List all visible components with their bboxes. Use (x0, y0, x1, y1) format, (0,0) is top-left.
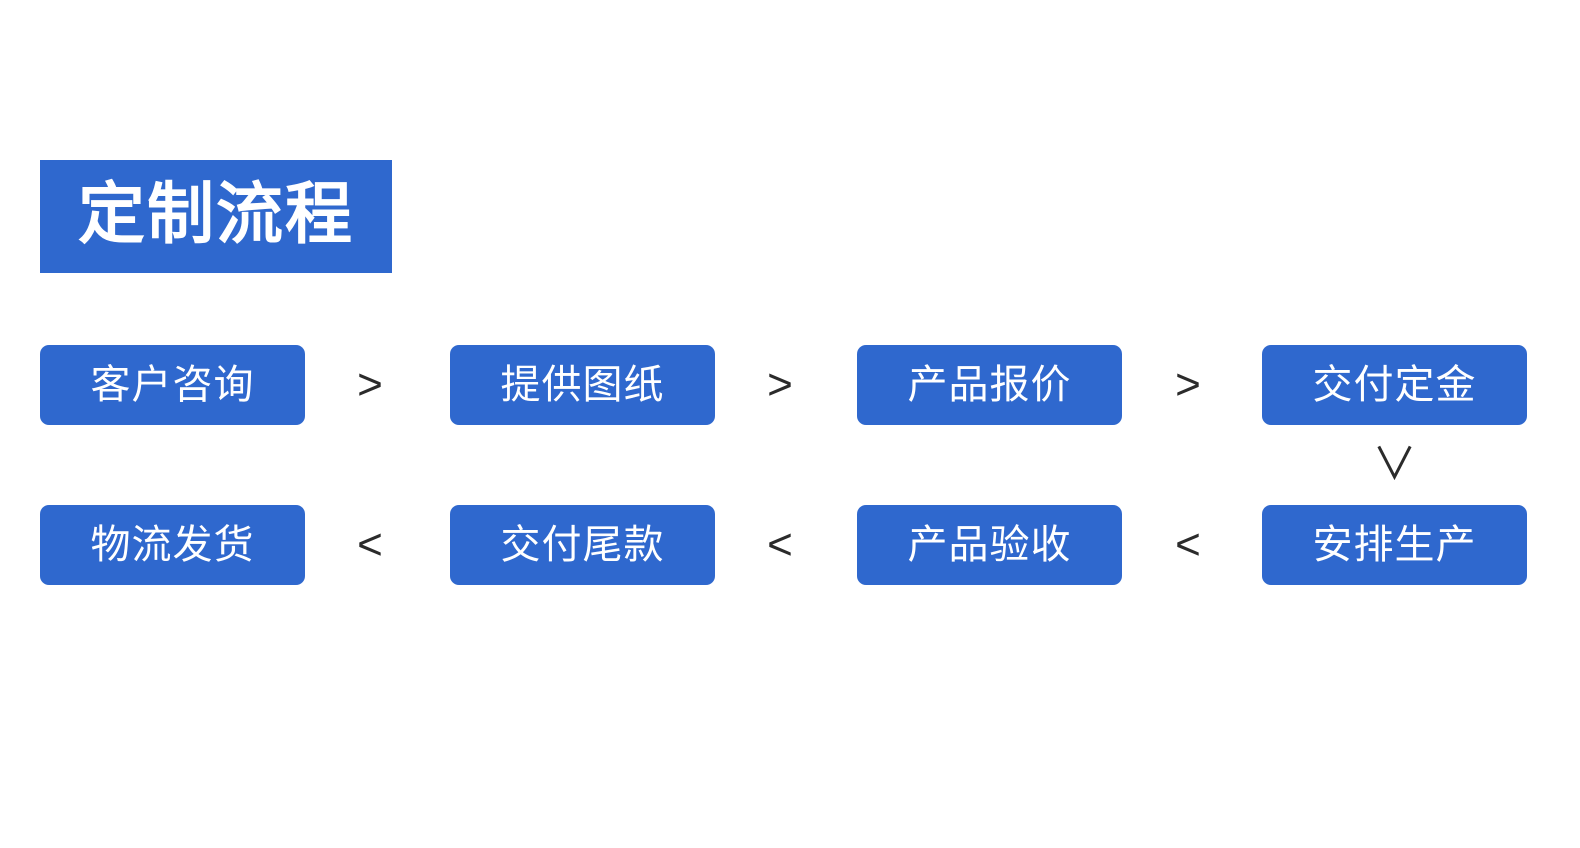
flow-step-label: 安排生产 (1312, 522, 1477, 568)
flow-arrow-left-icon: < (340, 505, 400, 585)
flow-step-label: 提供图纸 (500, 362, 665, 408)
flow-arrow-right-icon: > (1158, 345, 1218, 425)
flow-row-1: 客户咨询 > 提供图纸 > 产品报价 > 交付定金 (40, 345, 1527, 425)
flow-arrow-right-icon: > (340, 345, 400, 425)
flow-step-label: 客户咨询 (90, 362, 255, 408)
flow-arrow-glyph: < (357, 520, 383, 569)
flow-step-product-acceptance[interactable]: 产品验收 (857, 505, 1122, 585)
flow-row-2: 物流发货 < 交付尾款 < 产品验收 < 安排生产 (40, 505, 1527, 585)
flow-step-label: 产品验收 (907, 522, 1072, 568)
flow-arrow-glyph: > (357, 360, 383, 409)
flow-step-label: 物流发货 (90, 522, 255, 568)
flow-arrow-glyph: < (1175, 520, 1201, 569)
flow-step-pay-deposit[interactable]: 交付定金 (1262, 345, 1527, 425)
flow-arrow-right-icon: > (750, 345, 810, 425)
flow-arrow-glyph: > (1175, 360, 1201, 409)
flow-step-label: 产品报价 (907, 362, 1072, 408)
flow-arrow-glyph: > (767, 360, 793, 409)
flow-arrow-left-icon: < (1158, 505, 1218, 585)
flow-arrow-down-icon: ∨ (1262, 430, 1527, 500)
flow-step-label: 交付尾款 (500, 522, 665, 568)
flow-arrow-left-icon: < (750, 505, 810, 585)
page-title: 定制流程 (78, 175, 354, 253)
flow-arrow-glyph: ∨ (1372, 440, 1417, 489)
flow-step-logistics-shipment[interactable]: 物流发货 (40, 505, 305, 585)
flow-arrow-glyph: < (767, 520, 793, 569)
flow-step-arrange-production[interactable]: 安排生产 (1262, 505, 1527, 585)
flow-step-pay-balance[interactable]: 交付尾款 (450, 505, 715, 585)
flow-step-customer-inquiry[interactable]: 客户咨询 (40, 345, 305, 425)
page-title-banner: 定制流程 (40, 160, 392, 273)
flow-step-label: 交付定金 (1312, 362, 1477, 408)
flow-step-product-quotation[interactable]: 产品报价 (857, 345, 1122, 425)
flow-step-provide-drawings[interactable]: 提供图纸 (450, 345, 715, 425)
